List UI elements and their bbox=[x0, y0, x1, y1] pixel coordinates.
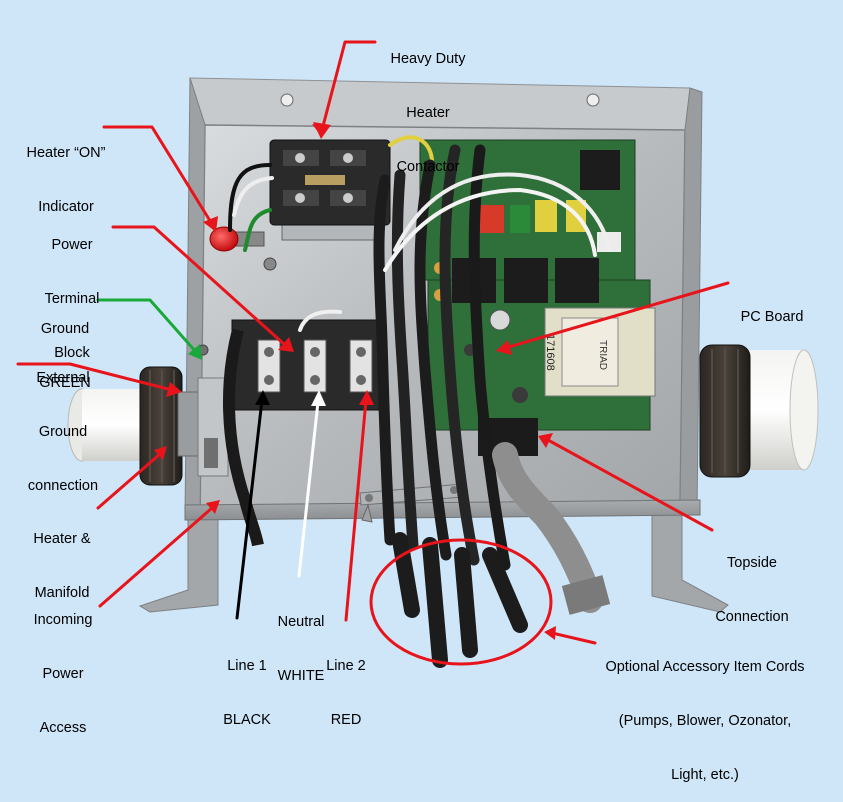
heater-on-indicator-label: Heater “ON” Indicator bbox=[26, 145, 106, 215]
accessory-cords-callout-arrow bbox=[544, 626, 597, 645]
heater-manifold-label: Heater & Manifold bbox=[33, 531, 91, 601]
manifold-callout-arrow bbox=[96, 446, 167, 510]
power-terminal-block-label: Power Terminal Block bbox=[44, 237, 100, 361]
power-terminal-block bbox=[223, 319, 383, 547]
terminal-block-callout-arrow bbox=[111, 225, 294, 352]
contactor-callout-arrow bbox=[312, 40, 377, 139]
topside-callout-arrow bbox=[538, 433, 714, 532]
line2-callout-arrow bbox=[344, 390, 374, 622]
heater-contactor bbox=[269, 139, 391, 241]
spa-pack-photo-diagram: TRIAD 171608 bbox=[16, 40, 819, 668]
callout-arrows bbox=[16, 40, 730, 666]
heavy-duty-heater-contactor-label: Heavy Duty Heater Contactor bbox=[390, 51, 466, 175]
line1-callout-arrow bbox=[235, 390, 270, 620]
ground-callout-arrow bbox=[96, 298, 202, 360]
line2-red-label: Line 2 RED bbox=[326, 658, 366, 728]
pc-board: TRIAD 171608 bbox=[419, 139, 656, 456]
external-ground-connection-label: External Ground connection bbox=[27, 370, 99, 494]
wiring-harness bbox=[228, 135, 612, 668]
topside-connection-label: Topside Connection bbox=[715, 555, 789, 625]
incoming-power-access-label: Incoming Power Access bbox=[33, 612, 93, 736]
ground-green-label: Ground GREEN bbox=[39, 321, 91, 391]
indicator-callout-arrow bbox=[102, 125, 218, 232]
board-number-label: 171608 bbox=[544, 334, 556, 371]
neutral-white-label: Neutral WHITE bbox=[277, 614, 325, 684]
transformer-label: TRIAD bbox=[597, 340, 608, 370]
neutral-callout-arrow bbox=[297, 390, 326, 578]
heater-on-indicator-light bbox=[209, 226, 277, 271]
heater-manifold bbox=[67, 344, 819, 486]
pc-board-label: PC Board bbox=[740, 309, 804, 325]
external-ground-callout-arrow bbox=[16, 362, 182, 397]
accessory-cords-circle bbox=[369, 538, 553, 666]
optional-accessory-cords-label: Optional Accessory Item Cords (Pumps, Bl… bbox=[605, 659, 805, 783]
pc-board-callout-arrow bbox=[496, 281, 730, 355]
incoming-power-callout-arrow bbox=[98, 500, 220, 608]
